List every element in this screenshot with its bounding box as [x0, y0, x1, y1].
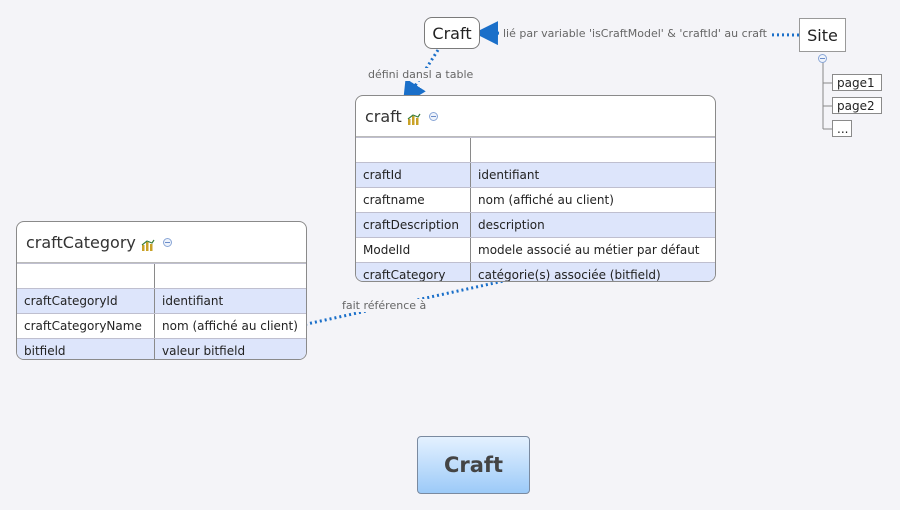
- category-table[interactable]: craftCategory craftCategoryId identifian…: [16, 221, 307, 360]
- craft-table-header: craft: [356, 96, 715, 137]
- relation-label-refers: fait référence à: [340, 299, 429, 312]
- chart-icon: [407, 110, 421, 125]
- central-topic-label: Craft: [443, 453, 504, 477]
- craft-node[interactable]: Craft: [424, 17, 480, 49]
- site-tree-lines: [822, 62, 832, 130]
- site-node[interactable]: Site: [799, 18, 846, 52]
- site-node-label: Site: [807, 25, 838, 45]
- site-page-item[interactable]: page2: [832, 97, 882, 114]
- category-table-title: craftCategory: [26, 232, 136, 252]
- table-row[interactable]: ModelId modele associé au métier par déf…: [356, 237, 715, 262]
- site-collapse-icon[interactable]: [818, 54, 827, 63]
- collapse-icon[interactable]: [428, 111, 438, 121]
- category-table-header: craftCategory: [17, 222, 306, 263]
- relation-label-defined: défini dansl a table: [366, 68, 476, 81]
- table-header-row: [356, 137, 715, 162]
- table-row[interactable]: craftCategory catégorie(s) associée (bit…: [356, 262, 715, 281]
- table-row[interactable]: craftCategoryId identifiant: [17, 288, 306, 313]
- relation-label-linked: lié par variable 'isCraftModel' & 'craft…: [501, 27, 769, 40]
- central-topic[interactable]: Craft: [417, 436, 530, 494]
- site-page-item[interactable]: page1: [832, 74, 882, 91]
- site-page-item[interactable]: ...: [832, 120, 852, 137]
- table-row[interactable]: craftname nom (affiché au client): [356, 187, 715, 212]
- craft-table[interactable]: craft craftId identifiant craftname nom …: [355, 95, 716, 282]
- table-row[interactable]: craftId identifiant: [356, 162, 715, 187]
- chart-icon: [141, 236, 155, 251]
- craft-table-title: craft: [365, 106, 402, 126]
- table-row[interactable]: craftDescription description: [356, 212, 715, 237]
- table-header-row: [17, 263, 306, 288]
- table-row[interactable]: bitfield valeur bitfield: [17, 338, 306, 359]
- collapse-icon[interactable]: [162, 237, 172, 247]
- craft-node-label: Craft: [432, 23, 472, 43]
- table-row[interactable]: craftCategoryName nom (affiché au client…: [17, 313, 306, 338]
